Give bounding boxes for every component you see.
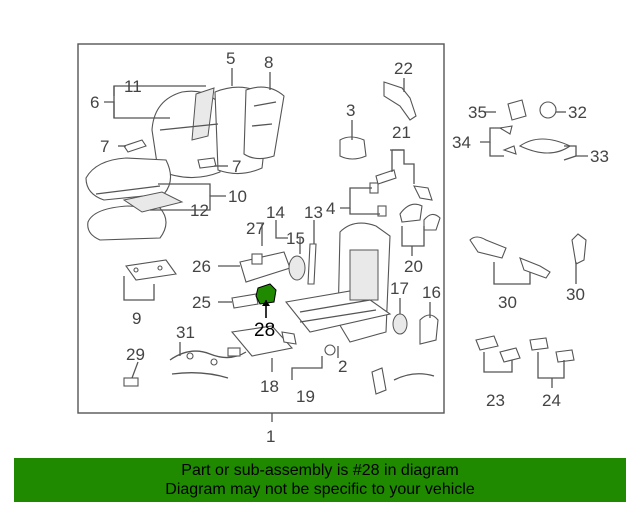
connector-part-29 bbox=[123, 377, 139, 387]
callout-30b: 30 bbox=[566, 285, 585, 304]
seat-assembly-frame bbox=[77, 43, 445, 414]
banner-line-2: Diagram may not be specific to your vehi… bbox=[165, 481, 475, 498]
knob-part-17 bbox=[392, 313, 408, 335]
cover-part-16 bbox=[419, 314, 439, 345]
callout-28: 28 bbox=[254, 320, 275, 341]
headrest-part bbox=[339, 136, 367, 160]
clip-part-7a bbox=[123, 139, 147, 153]
callout-35: 35 bbox=[468, 103, 487, 122]
callout-29: 29 bbox=[126, 345, 145, 364]
cushion-bracket-part-9 bbox=[125, 259, 177, 281]
trim-part-21 bbox=[375, 169, 433, 201]
recliner-cover-part-35 bbox=[498, 99, 572, 155]
callout-21: 21 bbox=[392, 123, 411, 142]
headrest-guide-part bbox=[369, 182, 387, 217]
callout-14: 14 bbox=[266, 203, 285, 222]
callout-20: 20 bbox=[404, 257, 423, 276]
callout-25: 25 bbox=[192, 293, 211, 312]
seat-parts-diagram: 1 2 3 4 5 6 7 7 8 9 10 11 12 13 14 15 16… bbox=[77, 43, 609, 446]
callout-32: 32 bbox=[568, 103, 587, 122]
motor-part-30 bbox=[469, 233, 587, 279]
callout-3: 3 bbox=[346, 101, 355, 120]
cover-part-20 bbox=[399, 203, 441, 231]
highlighted-part-28 bbox=[255, 283, 277, 318]
callout-15: 15 bbox=[286, 229, 305, 248]
callout-17: 17 bbox=[390, 279, 409, 298]
callout-8: 8 bbox=[264, 53, 273, 72]
banner-line-1: Part or sub-assembly is #28 in diagram bbox=[181, 462, 459, 479]
callout-13: 13 bbox=[304, 203, 323, 222]
wire-harness-part-31 bbox=[169, 347, 247, 379]
clip-part-7b bbox=[197, 157, 217, 169]
callout-2: 2 bbox=[338, 357, 347, 376]
callout-10: 10 bbox=[228, 187, 247, 206]
callout-5: 5 bbox=[226, 49, 235, 68]
callout-26: 26 bbox=[192, 257, 211, 276]
bracket-part-19 bbox=[281, 331, 297, 345]
callout-19: 19 bbox=[296, 387, 315, 406]
seat-back-cover-part bbox=[151, 86, 285, 179]
rail-part-18 bbox=[230, 325, 294, 357]
callout-1: 1 bbox=[266, 427, 275, 446]
callout-16: 16 bbox=[422, 283, 441, 302]
callout-34: 34 bbox=[452, 133, 471, 152]
cover-part-24 bbox=[529, 337, 575, 363]
belt-buckle-part bbox=[371, 367, 387, 395]
seat-cushion-cover-part bbox=[85, 157, 184, 241]
callout-31: 31 bbox=[176, 323, 195, 342]
bracket-part-25 bbox=[231, 293, 259, 309]
knob-part-15 bbox=[288, 255, 306, 281]
part-info-banner: Part or sub-assembly is #28 in diagram D… bbox=[14, 458, 626, 502]
switch-part-27 bbox=[251, 253, 263, 265]
callout-30a: 30 bbox=[498, 293, 517, 312]
callout-6: 6 bbox=[90, 93, 99, 112]
lever-part-13 bbox=[307, 243, 317, 285]
seat-frame-part-2 bbox=[284, 222, 392, 356]
side-shield-part-14 bbox=[239, 251, 291, 283]
callout-7a: 7 bbox=[100, 137, 109, 156]
callout-7b: 7 bbox=[232, 157, 241, 176]
callout-24: 24 bbox=[542, 391, 561, 410]
cover-part-23 bbox=[475, 335, 521, 363]
leader-lines bbox=[104, 68, 588, 388]
callout-33: 33 bbox=[590, 147, 609, 166]
callout-27: 27 bbox=[246, 219, 265, 238]
callout-labels: 1 2 3 4 5 6 7 7 8 9 10 11 12 13 14 15 16… bbox=[90, 49, 609, 446]
callout-11: 11 bbox=[124, 77, 142, 96]
bracket-part-22 bbox=[383, 81, 417, 121]
callout-12: 12 bbox=[190, 201, 209, 220]
callout-18: 18 bbox=[260, 377, 279, 396]
harness-wire-part bbox=[393, 373, 435, 381]
callout-9: 9 bbox=[132, 309, 141, 328]
callout-23: 23 bbox=[486, 391, 505, 410]
callout-4: 4 bbox=[326, 199, 335, 218]
callout-22: 22 bbox=[394, 59, 413, 78]
